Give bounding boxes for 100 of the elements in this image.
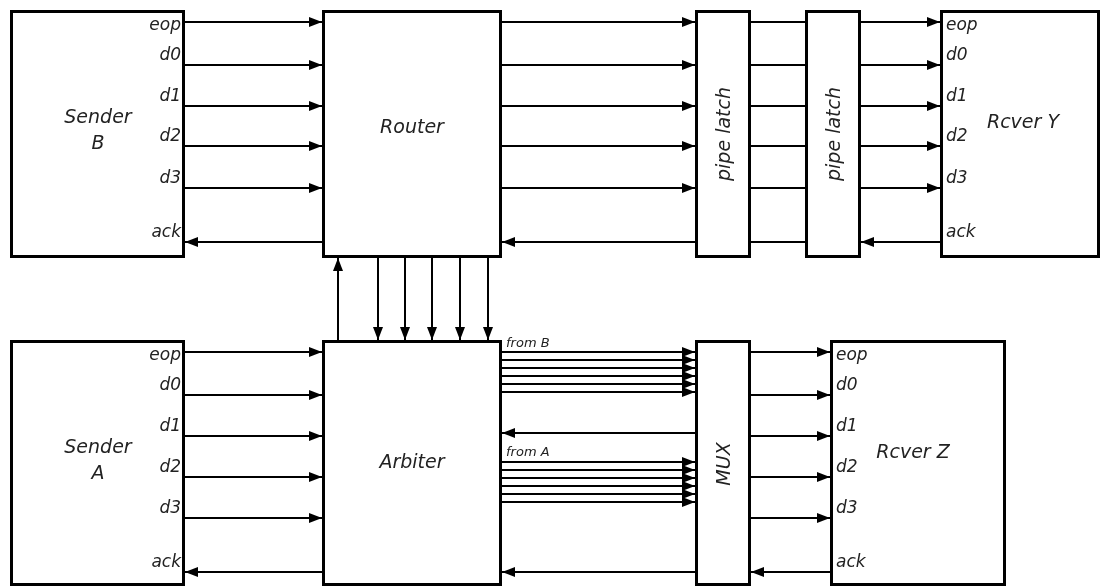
arbiter-block xyxy=(322,340,502,586)
signal-arrow xyxy=(501,60,696,70)
receiver-label: Rcver Z xyxy=(875,439,951,464)
signal-name: ack xyxy=(151,551,181,571)
signal-arrow xyxy=(501,183,696,193)
signal-name: ack xyxy=(836,551,866,571)
signal-name: eop xyxy=(946,14,978,34)
signal-arrow xyxy=(860,60,941,70)
signal-arrow xyxy=(860,17,941,27)
signal-name: d0 xyxy=(159,374,181,394)
signal-name: d2 xyxy=(159,456,181,476)
signal-arrow xyxy=(184,390,323,400)
signal-arrow xyxy=(373,257,383,341)
signal-line xyxy=(750,187,806,189)
signal-name: d1 xyxy=(159,415,181,435)
signal-arrow xyxy=(501,141,696,151)
signal-name: eop xyxy=(149,344,181,364)
signal-arrow xyxy=(501,497,696,507)
signal-arrow xyxy=(501,363,696,373)
receiver-label: Rcver Y xyxy=(985,109,1061,134)
pipe-latch-block xyxy=(805,10,861,258)
signal-arrow xyxy=(501,371,696,381)
signal-arrow xyxy=(860,141,941,151)
signal-arrow xyxy=(501,355,696,365)
signal-arrow xyxy=(501,489,696,499)
signal-arrow xyxy=(501,473,696,483)
signal-line xyxy=(750,64,806,66)
signal-arrow xyxy=(184,141,323,151)
signal-arrow xyxy=(501,457,696,467)
signal-arrow xyxy=(184,183,323,193)
signal-arrow xyxy=(184,17,323,27)
signal-arrow xyxy=(860,237,941,247)
signal-line xyxy=(750,105,806,107)
sender-label: Sender A xyxy=(63,434,134,485)
signal-arrow xyxy=(184,472,323,482)
signal-arrow xyxy=(184,513,323,523)
pipe-latch-label: pipe latch xyxy=(821,86,845,183)
signal-name: eop xyxy=(836,344,868,364)
signal-arrow xyxy=(184,101,323,111)
sender-label: Sender B xyxy=(63,104,134,155)
signal-arrow xyxy=(501,379,696,389)
signal-name: d2 xyxy=(946,125,968,145)
signal-line xyxy=(750,145,806,147)
signal-name: d3 xyxy=(946,167,968,187)
signal-arrow xyxy=(184,567,323,577)
signal-arrow xyxy=(184,347,323,357)
signal-arrow xyxy=(501,567,696,577)
signal-arrow xyxy=(750,431,831,441)
signal-name: d3 xyxy=(836,497,858,517)
receiver-block xyxy=(940,10,1100,258)
signal-name: d0 xyxy=(836,374,858,394)
router-block xyxy=(322,10,502,258)
signal-arrow xyxy=(750,347,831,357)
router-label: Router xyxy=(379,114,446,139)
mux-block xyxy=(695,340,751,586)
signal-name: d0 xyxy=(946,44,968,64)
signal-arrow xyxy=(750,472,831,482)
signal-name: ack xyxy=(151,221,181,241)
signal-arrow xyxy=(184,60,323,70)
signal-name: ack xyxy=(946,221,976,241)
arbiter-label: Arbiter xyxy=(377,449,447,474)
signal-arrow xyxy=(501,347,696,357)
signal-arrow xyxy=(501,387,696,397)
sender-block xyxy=(10,10,185,258)
signal-name: d0 xyxy=(159,44,181,64)
bus-label: from B xyxy=(506,334,550,352)
signal-arrow xyxy=(400,257,410,341)
pipe-latch-label: pipe latch xyxy=(711,86,735,183)
signal-name: d2 xyxy=(836,456,858,476)
signal-arrow xyxy=(501,465,696,475)
signal-name: d1 xyxy=(946,85,968,105)
signal-arrow xyxy=(860,183,941,193)
signal-name: d2 xyxy=(159,125,181,145)
signal-arrow xyxy=(501,428,696,438)
mux-label: MUX xyxy=(711,441,735,488)
signal-arrow xyxy=(501,17,696,27)
signal-name: d1 xyxy=(836,415,858,435)
sender-block xyxy=(10,340,185,586)
signal-arrow xyxy=(860,101,941,111)
signal-arrow xyxy=(333,257,343,341)
signal-arrow xyxy=(750,390,831,400)
signal-arrow xyxy=(501,481,696,491)
signal-line xyxy=(750,21,806,23)
signal-line xyxy=(750,241,806,243)
pipe-latch-block xyxy=(695,10,751,258)
signal-arrow xyxy=(455,257,465,341)
signal-arrow xyxy=(427,257,437,341)
signal-name: d3 xyxy=(159,167,181,187)
signal-name: eop xyxy=(149,14,181,34)
signal-arrow xyxy=(501,237,696,247)
signal-name: d1 xyxy=(159,85,181,105)
bus-label: from A xyxy=(506,443,550,461)
signal-arrow xyxy=(184,237,323,247)
signal-name: d3 xyxy=(159,497,181,517)
receiver-block xyxy=(830,340,1006,586)
signal-arrow xyxy=(184,431,323,441)
signal-arrow xyxy=(750,513,831,523)
signal-arrow xyxy=(501,101,696,111)
signal-arrow xyxy=(750,567,831,577)
signal-arrow xyxy=(483,257,493,341)
